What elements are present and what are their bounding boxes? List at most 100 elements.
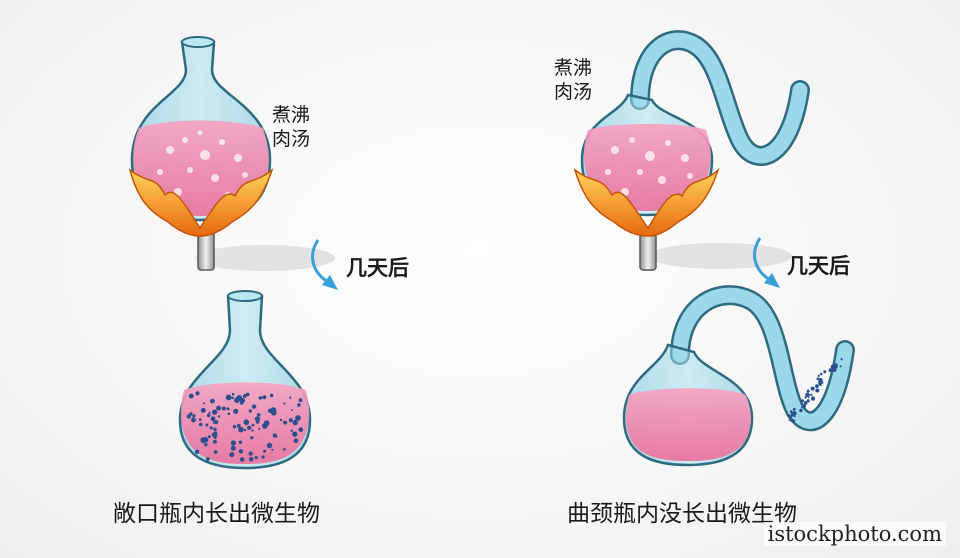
- microbe-dot: [206, 413, 211, 418]
- microbe-dot: [283, 448, 286, 451]
- microbe-dot: [231, 396, 234, 400]
- microbe-dot: [251, 423, 255, 427]
- microbe-dot: [298, 398, 303, 403]
- microbe-dot: [820, 381, 824, 384]
- microbe-dot: [298, 427, 304, 433]
- watermark: istockphoto.com: [763, 522, 946, 546]
- microbe-dot: [238, 440, 243, 444]
- microbe-dot: [812, 396, 814, 398]
- microbe-dot: [295, 415, 301, 421]
- microbe-dot: [238, 426, 244, 433]
- broth: [133, 120, 269, 216]
- flame-icon: [573, 167, 720, 237]
- microbe-dot: [270, 393, 274, 398]
- microbe-dot: [213, 450, 218, 454]
- microbe-dot: [258, 396, 263, 400]
- microbe-dot: [293, 438, 299, 444]
- microbe-dot: [790, 412, 795, 417]
- microbe-dot: [823, 370, 827, 374]
- microbe-dot: [263, 449, 267, 453]
- boil-broth-label-right: 煮沸 肉汤: [554, 57, 593, 103]
- microbe-dot: [789, 410, 793, 413]
- microbe-dot: [262, 395, 267, 400]
- microbe-dot: [291, 409, 293, 411]
- microbe-dot: [806, 399, 810, 403]
- microbe-dot: [272, 433, 277, 438]
- microbe-dot: [225, 394, 232, 401]
- microbe-dot: [828, 368, 833, 373]
- caption-left: 敞口瓶内长出微生物: [113, 501, 320, 527]
- microbe-dot: [205, 457, 210, 461]
- microbe-dot: [261, 455, 265, 459]
- microbe-dot: [251, 404, 257, 409]
- microbe-dot: [288, 418, 293, 423]
- microbe-dot: [212, 421, 216, 424]
- microbe-dot: [830, 364, 835, 369]
- microbe-dot: [805, 392, 810, 397]
- open-flask-contaminated: [178, 290, 312, 470]
- microbe-dot: [292, 431, 298, 437]
- after-days-label-right: 几天后: [787, 254, 850, 278]
- microbe-dot: [258, 427, 261, 430]
- microbe-dot: [198, 418, 202, 421]
- microbe-dot: [226, 407, 230, 411]
- microbe-dot: [800, 406, 803, 409]
- microbe-dot: [799, 408, 803, 413]
- microbe-dot: [204, 442, 208, 447]
- microbe-dot: [229, 452, 235, 458]
- microbe-dot: [238, 449, 244, 454]
- microbe-dot: [209, 426, 213, 430]
- microbe-dot: [816, 377, 820, 381]
- microbe-dot: [803, 401, 808, 405]
- microbe-dot: [815, 384, 819, 388]
- microbe-dot: [254, 416, 261, 422]
- microbe-dot: [283, 402, 286, 405]
- broth: [625, 388, 751, 461]
- microbe-dot: [239, 457, 245, 462]
- microbe-dot: [212, 439, 217, 444]
- microbe-dots-in-neck: [787, 358, 843, 423]
- microbe-dot: [247, 425, 252, 430]
- microbe-dot: [283, 420, 286, 424]
- microbe-dot: [792, 407, 796, 411]
- microbe-dot: [207, 435, 211, 439]
- microbe-dot: [192, 414, 196, 418]
- microbe-dot: [211, 431, 218, 438]
- microbe-dot: [214, 420, 219, 425]
- microbe-dot: [248, 457, 254, 462]
- microbe-dot: [210, 398, 215, 404]
- microbe-dot: [279, 418, 283, 422]
- microbe-dot: [195, 391, 200, 396]
- microbe-dot: [227, 412, 231, 416]
- flame-icon: [128, 167, 274, 237]
- microbe-dot: [801, 399, 804, 403]
- microbe-dot: [251, 429, 254, 432]
- microbe-dot: [216, 405, 222, 411]
- microbe-dot: [242, 394, 247, 399]
- microbe-dot: [271, 410, 277, 416]
- bubbles: [157, 130, 248, 198]
- microbe-dot: [806, 389, 810, 393]
- microbe-dot: [839, 365, 842, 368]
- after-days-label-left: 几天后: [346, 256, 409, 280]
- open-flask-boiling: [128, 36, 335, 271]
- microbe-dot: [807, 396, 810, 399]
- microbe-dot: [810, 396, 816, 401]
- microbe-dot: [840, 358, 843, 361]
- microbe-dot: [212, 409, 218, 415]
- microbe-dot: [191, 417, 196, 423]
- microbe-dot: [267, 408, 273, 413]
- microbe-dots: [186, 391, 304, 462]
- microbe-dot: [205, 423, 209, 427]
- microbe-dot: [245, 392, 250, 397]
- microbe-dot: [810, 393, 813, 397]
- microbe-dot: [297, 403, 301, 407]
- microbe-dot: [817, 374, 820, 377]
- microbe-dot: [202, 402, 205, 405]
- microbe-dot: [793, 415, 796, 418]
- caption-right: 曲颈瓶内没长出微生物: [567, 501, 797, 527]
- flask-mouth: [181, 36, 215, 48]
- swan-neck-flask-boiling: [573, 30, 810, 271]
- microbe-dot: [248, 409, 252, 413]
